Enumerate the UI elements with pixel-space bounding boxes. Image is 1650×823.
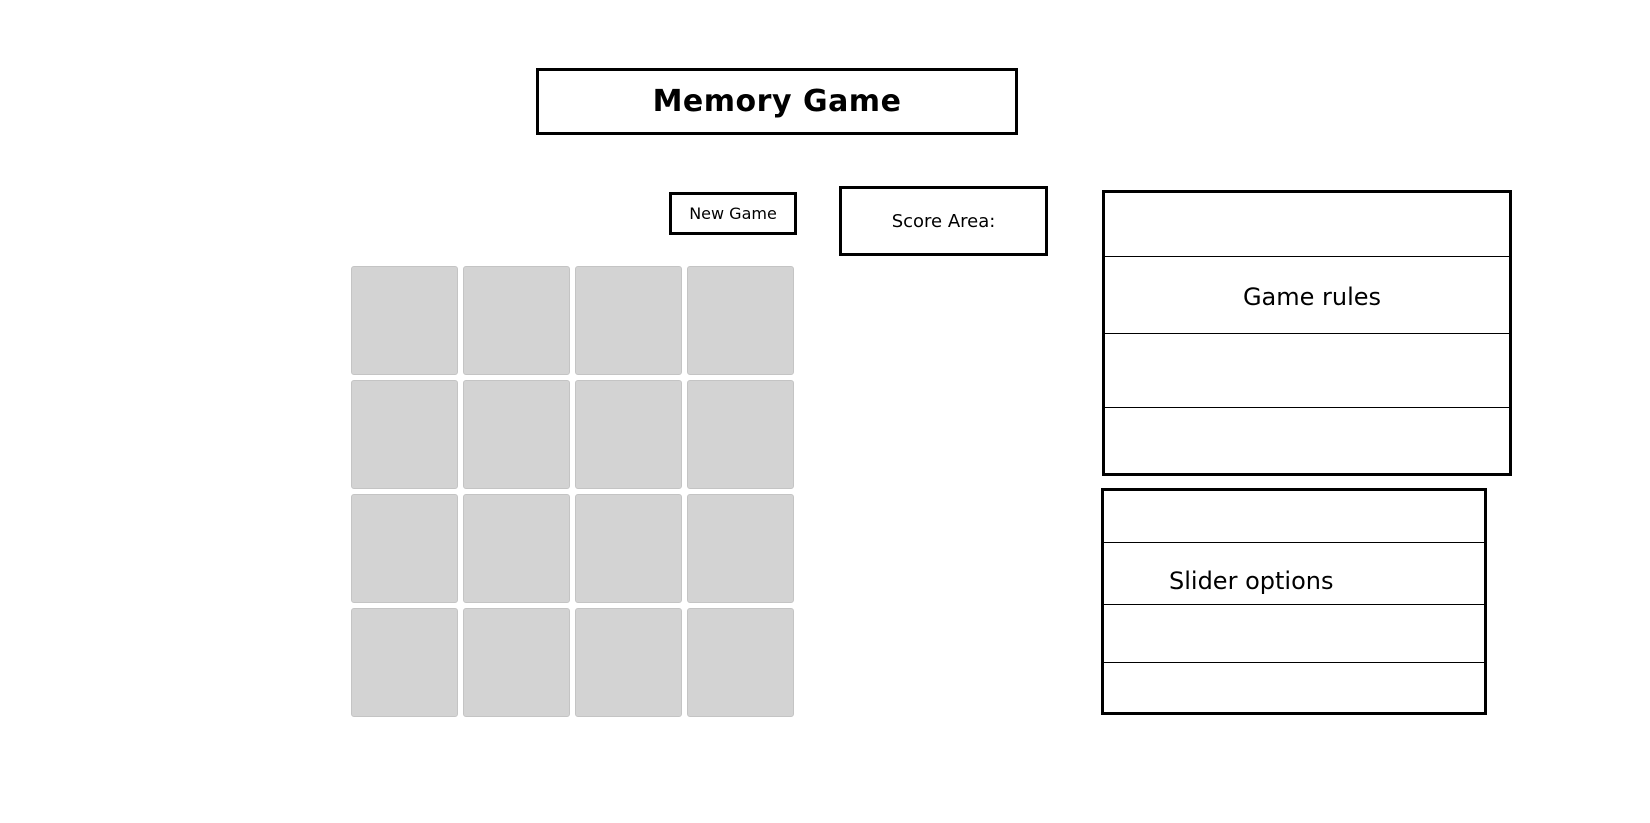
- page-title: Memory Game: [652, 84, 902, 119]
- game-rules-label: Game rules: [1242, 283, 1382, 311]
- card-r2-c4[interactable]: [687, 380, 794, 489]
- card-r1-c2[interactable]: [463, 266, 570, 375]
- card-r4-c2[interactable]: [463, 608, 570, 717]
- card-r1-c4[interactable]: [687, 266, 794, 375]
- card-r3-c4[interactable]: [687, 494, 794, 603]
- slider-options-label: Slider options: [1169, 567, 1334, 595]
- slider-divider: [1104, 662, 1484, 663]
- card-r4-c4[interactable]: [687, 608, 794, 717]
- card-r1-c1[interactable]: [351, 266, 458, 375]
- title-box: Memory Game: [536, 68, 1018, 135]
- score-area: Score Area:: [839, 186, 1048, 256]
- card-r2-c1[interactable]: [351, 380, 458, 489]
- new-game-button[interactable]: New Game: [669, 192, 797, 235]
- rules-divider: [1105, 256, 1509, 257]
- card-r2-c2[interactable]: [463, 380, 570, 489]
- score-label: Score Area:: [891, 210, 996, 232]
- game-rules-panel: Game rules: [1102, 190, 1512, 476]
- slider-options-panel: Slider options: [1101, 488, 1487, 715]
- card-r3-c2[interactable]: [463, 494, 570, 603]
- card-r3-c1[interactable]: [351, 494, 458, 603]
- card-r1-c3[interactable]: [575, 266, 682, 375]
- slider-divider: [1104, 604, 1484, 605]
- card-grid: [351, 266, 794, 717]
- slider-divider: [1104, 542, 1484, 543]
- card-r2-c3[interactable]: [575, 380, 682, 489]
- card-r4-c1[interactable]: [351, 608, 458, 717]
- rules-divider: [1105, 333, 1509, 334]
- card-r4-c3[interactable]: [575, 608, 682, 717]
- rules-divider: [1105, 407, 1509, 408]
- card-r3-c3[interactable]: [575, 494, 682, 603]
